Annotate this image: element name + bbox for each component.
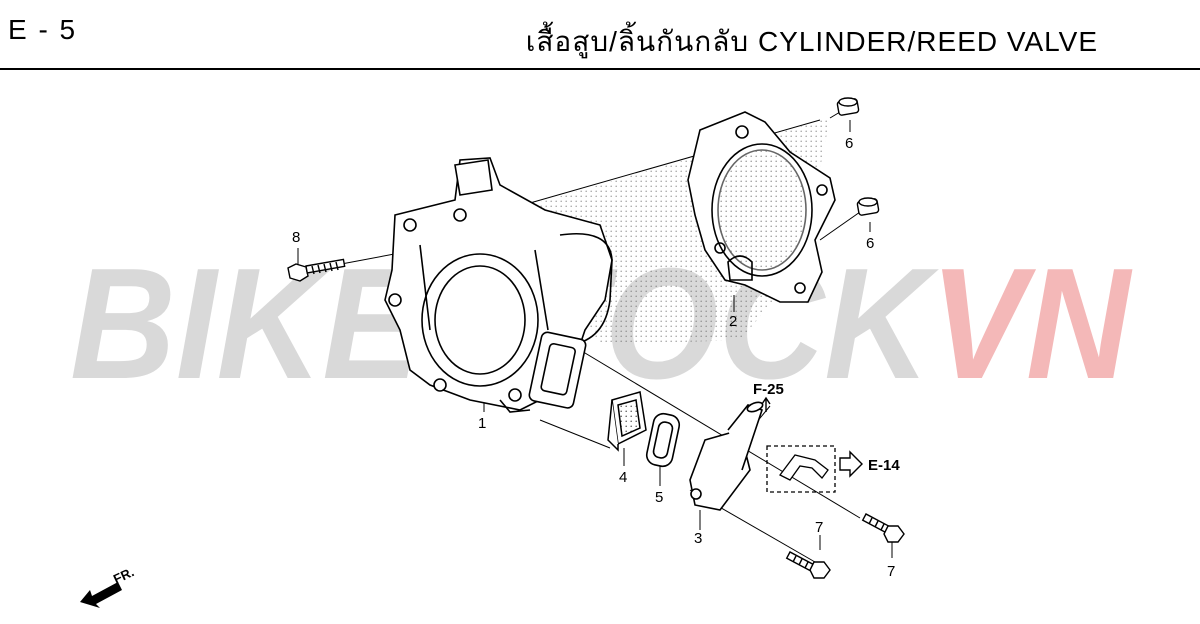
callout-6a: 6 (845, 135, 853, 152)
reed-cover-part (689, 401, 764, 511)
reference-arrow (839, 450, 863, 478)
callout-6b: 6 (866, 235, 874, 252)
page-title: เสื้อสูบ/ลิ้นกันกลับ CYLINDER/REED VALVE (525, 26, 1098, 57)
reed-gasket-part (645, 412, 681, 468)
clamp-part (766, 445, 836, 493)
reference-f25[interactable]: F-25 (753, 381, 784, 398)
bolt-part-7a (785, 551, 831, 579)
header-divider (0, 68, 1200, 70)
front-indicator-label: FR. (111, 564, 136, 586)
callout-7b: 7 (887, 563, 895, 580)
bolt-part-7b (861, 513, 905, 543)
callout-8: 8 (292, 229, 300, 246)
cylinder-gasket-part (687, 111, 836, 303)
page-code: E - 5 (8, 14, 78, 45)
callout-4: 4 (619, 469, 627, 486)
page-header: E - 5 เสื้อสูบ/ลิ้นกันกลับ CYLINDER/REED… (0, 0, 1200, 70)
dowel-pin-parts (836, 97, 880, 216)
f25-arrow (761, 396, 771, 412)
callout-5: 5 (655, 489, 663, 506)
callout-3: 3 (694, 530, 702, 547)
bolt-part-8 (287, 258, 346, 282)
cylinder-part (384, 157, 613, 413)
callout-2: 2 (729, 313, 737, 330)
callout-1: 1 (478, 415, 486, 432)
reed-valve-part (607, 391, 647, 452)
callout-7a: 7 (815, 519, 823, 536)
reference-e14[interactable]: E-14 (868, 457, 900, 474)
front-direction-arrow: FR. (80, 564, 136, 608)
